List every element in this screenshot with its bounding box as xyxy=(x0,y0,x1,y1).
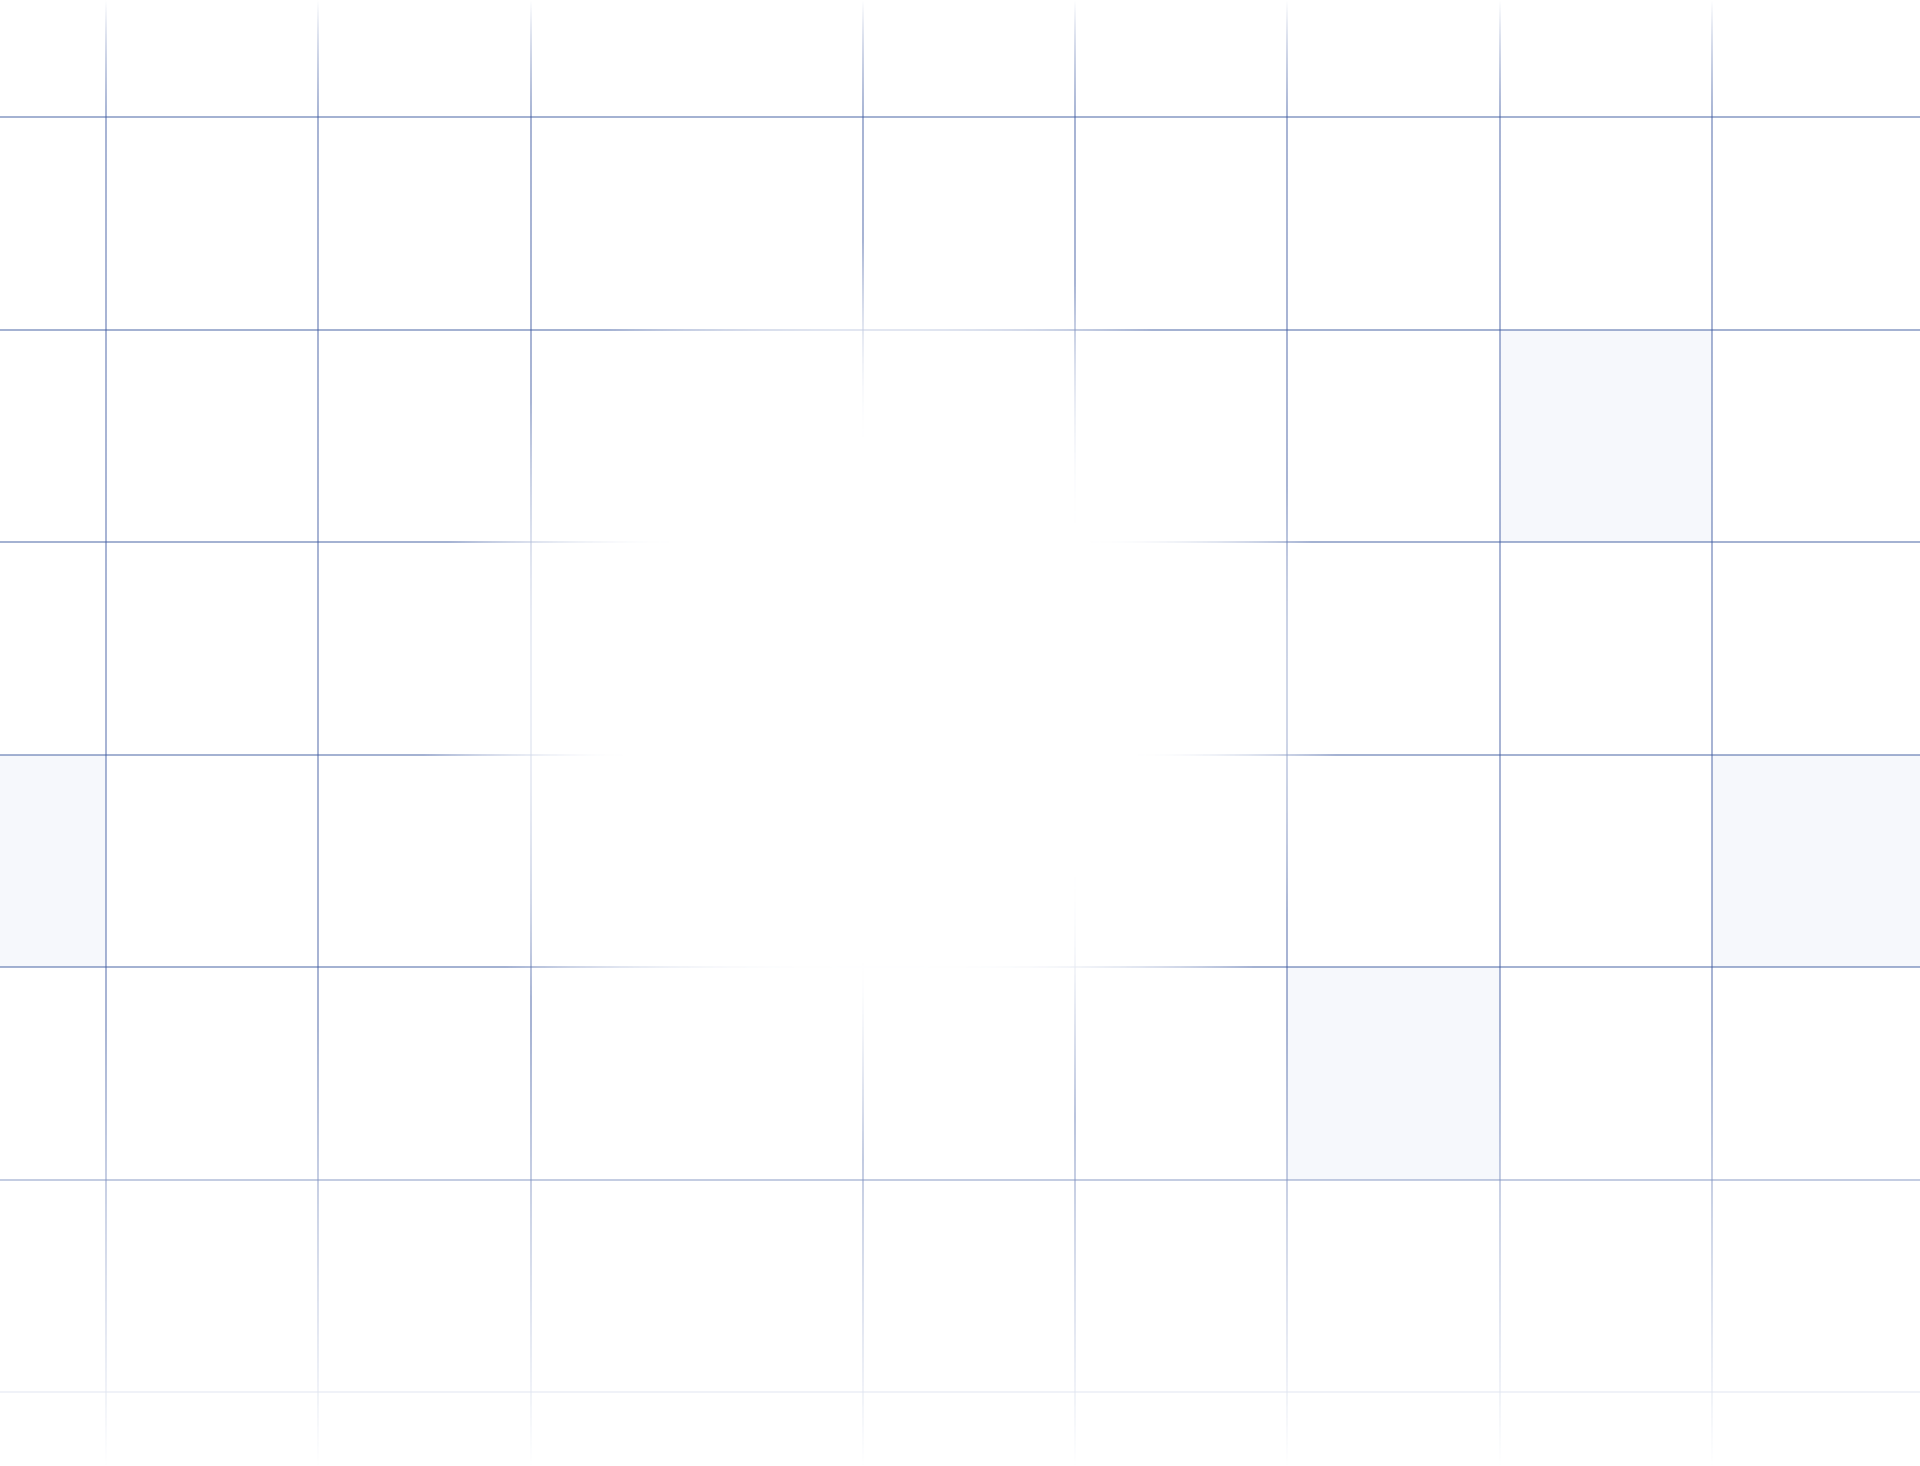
highlight-cell xyxy=(1500,330,1712,542)
highlight-cell xyxy=(1712,755,1920,967)
highlight-cells xyxy=(0,330,1920,1180)
highlight-cell xyxy=(1287,967,1500,1180)
highlight-cell xyxy=(0,755,106,967)
